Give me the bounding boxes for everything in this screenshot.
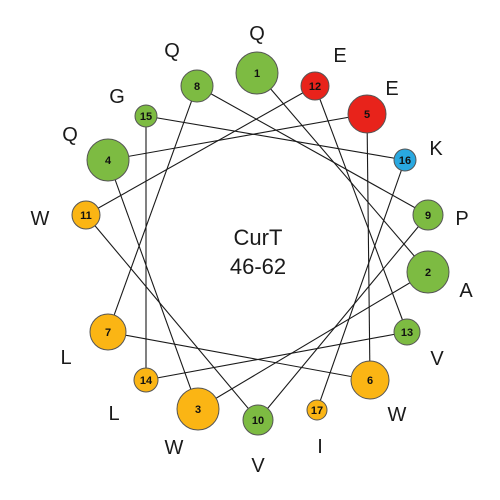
connector-16-17 [316, 159, 406, 411]
residue-number-9: 9 [425, 210, 431, 222]
amino-acid-label-14: L [108, 403, 119, 425]
residue-circle-6 [350, 360, 390, 400]
residue-circle-1 [235, 51, 279, 95]
residue-circle-12 [300, 71, 330, 101]
residue-circle-9 [412, 199, 444, 231]
residue-number-11: 11 [80, 210, 92, 222]
residue-2: 2 [406, 250, 450, 294]
amino-acid-label-13: V [430, 348, 444, 370]
residue-number-13: 13 [401, 327, 413, 339]
residue-13: 13 [393, 318, 421, 346]
residue-circle-15 [134, 104, 158, 128]
residue-circle-4 [86, 138, 130, 182]
connector-4-5 [107, 113, 368, 161]
amino-acid-label-9: P [455, 208, 468, 230]
connector-5-6 [366, 113, 371, 381]
residue-1: 1 [235, 51, 279, 95]
residue-12: 12 [300, 71, 330, 101]
amino-acid-label-10: V [251, 455, 265, 477]
amino-acid-label-15: G [109, 86, 125, 108]
residue-circle-2 [406, 250, 450, 294]
residue-6: 6 [350, 360, 390, 400]
amino-acid-label-2: A [459, 280, 473, 302]
residue-circle-14 [133, 367, 159, 393]
residue-circle-7 [89, 313, 127, 351]
residue-circle-13 [393, 318, 421, 346]
connector-15-16 [145, 115, 406, 161]
connector-1-2 [256, 72, 429, 273]
amino-acid-label-1: Q [249, 23, 265, 45]
amino-acid-label-16: K [429, 138, 443, 160]
amino-acid-label-4: Q [62, 124, 78, 146]
amino-acid-labels: Q A W Q E W L Q P V W E V L G K I [31, 23, 474, 477]
residue-circle-3 [176, 387, 220, 431]
residue-circle-11 [71, 200, 101, 230]
residue-circle-10 [242, 404, 274, 436]
amino-acid-label-11: W [31, 208, 50, 230]
residue-5: 5 [347, 94, 387, 134]
connector-13-14 [145, 331, 408, 381]
residue-10: 10 [242, 404, 274, 436]
residue-14: 14 [133, 367, 159, 393]
residue-number-1: 1 [254, 68, 260, 80]
residue-number-7: 7 [105, 327, 111, 339]
residue-circle-16 [393, 148, 417, 172]
residue-number-3: 3 [195, 404, 201, 416]
residue-3: 3 [176, 387, 220, 431]
connector-6-7 [107, 331, 371, 381]
residue-number-14: 14 [140, 375, 153, 387]
residue-circle-5 [347, 94, 387, 134]
amino-acid-label-8: Q [164, 40, 180, 62]
residue-11: 11 [71, 200, 101, 230]
connector-10-11 [85, 214, 259, 421]
amino-acid-label-6: W [388, 404, 407, 426]
residue-number-15: 15 [140, 111, 152, 123]
residue-number-6: 6 [367, 375, 373, 387]
connector-12-13 [314, 85, 408, 333]
amino-acid-label-3: W [165, 437, 184, 459]
connector-2-3 [197, 271, 429, 410]
residue-number-12: 12 [309, 81, 321, 93]
connector-lines [85, 72, 429, 421]
residue-number-17: 17 [311, 405, 323, 417]
connector-7-8 [107, 85, 198, 333]
residue-7: 7 [89, 313, 127, 351]
connector-9-10 [257, 214, 429, 421]
residue-number-2: 2 [425, 267, 431, 279]
residue-number-4: 4 [105, 155, 112, 167]
amino-acid-label-12: E [333, 45, 346, 67]
amino-acid-label-5: E [385, 78, 398, 100]
residue-8: 8 [180, 69, 214, 103]
residue-number-5: 5 [364, 109, 370, 121]
amino-acid-label-17: I [317, 436, 323, 458]
connector-3-4 [107, 159, 199, 410]
residue-number-8: 8 [194, 81, 200, 93]
residue-circle-17 [306, 399, 328, 421]
amino-acid-label-7: L [60, 347, 71, 369]
connector-11-12 [85, 85, 316, 216]
residue-9: 9 [412, 199, 444, 231]
residue-circle-8 [180, 69, 214, 103]
center-title-protein: CurT [234, 225, 283, 250]
center-title-range: 46-62 [230, 254, 286, 279]
residue-number-10: 10 [252, 415, 264, 427]
residue-16: 16 [393, 148, 417, 172]
connector-8-9 [196, 85, 429, 216]
residue-17: 17 [306, 399, 328, 421]
residue-number-16: 16 [399, 155, 411, 167]
residue-4: 4 [86, 138, 130, 182]
residue-15: 15 [134, 104, 158, 128]
